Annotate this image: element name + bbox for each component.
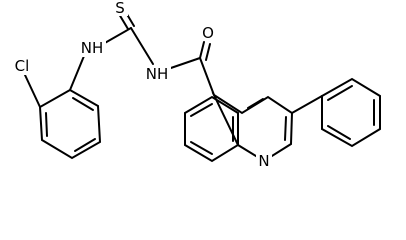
quinoline-pyridine-ring: [211, 92, 294, 163]
chlorophenyl-inner-1: [45, 112, 48, 137]
chlorophenyl-ring: [38, 88, 102, 160]
quinoline-inner-2: [284, 116, 287, 141]
chlorophenyl-inner-2: [74, 138, 96, 152]
phenyl-inner-3: [327, 125, 351, 140]
thiourea-nh-label: NH: [81, 39, 104, 57]
amide-nh-label: NH: [146, 65, 169, 83]
chlorophenyl-inner-3: [72, 97, 94, 111]
bond-c-nh-left: [102, 27, 132, 45]
benzo-inner-2: [190, 141, 213, 155]
phenyl-ring: [321, 77, 381, 148]
bond-carbonyl-ring: [199, 57, 215, 96]
oxygen-atom-label: O: [202, 24, 214, 42]
bond-co-1: [199, 41, 205, 59]
bond-quinoline-phenyl: [291, 95, 323, 114]
bond-cs-1: [118, 13, 129, 30]
bond-nh-aryl: [69, 55, 85, 91]
bond-c-cl: [24, 74, 41, 108]
bond-co-2: [205, 43, 211, 61]
quinoline-inner-1: [247, 98, 264, 109]
sulfur-atom-label: S: [115, 0, 125, 17]
quinoline-nitrogen-label: N: [258, 152, 269, 170]
molecule-canvas: S O NH NH N Cl: [14, 0, 381, 170]
phenyl-inner-1: [327, 85, 353, 101]
quinoline-benzo-ring: [184, 95, 239, 163]
structure-diagram: S O NH NH N Cl: [14, 0, 381, 170]
bond-c-nh-right: [130, 27, 154, 65]
benzo-inner-1: [190, 103, 213, 117]
chlorine-atom-label: Cl: [15, 57, 30, 75]
